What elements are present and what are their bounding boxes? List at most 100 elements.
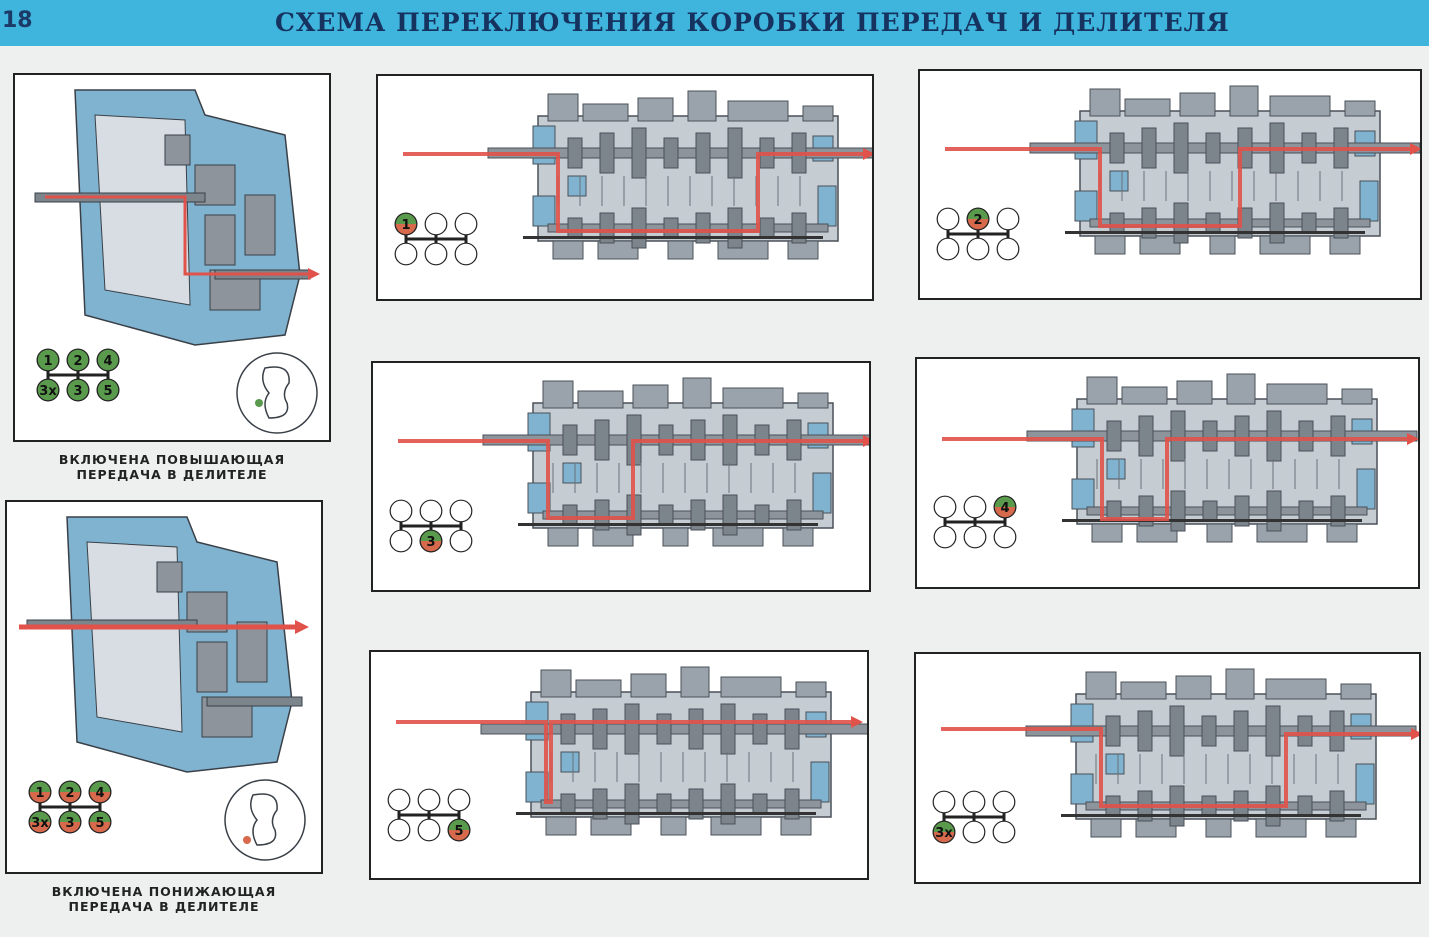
- gear-panel-1: 1: [376, 74, 874, 301]
- shift-indicator: 3х: [932, 790, 1016, 844]
- range-selector-dot: [255, 399, 263, 407]
- shift-indicator: 3: [389, 499, 473, 553]
- shift-position-circle: [992, 820, 1016, 844]
- shift-position-label: 5: [454, 824, 463, 839]
- shift-position-circle: [449, 529, 473, 553]
- shift-position-circle: [454, 212, 478, 236]
- shift-position-circle: [424, 242, 448, 266]
- shift-position-circle: [389, 529, 413, 553]
- shift-position-circle: [387, 788, 411, 812]
- shift-position-label: 2: [973, 213, 982, 228]
- shift-indicator: 4: [933, 495, 1017, 549]
- transmission-section: [1029, 85, 1420, 255]
- shift-position-circle: [932, 790, 956, 814]
- shift-position-circle: [933, 525, 957, 549]
- transmission-section: [487, 90, 872, 260]
- housing-body: [1076, 398, 1378, 525]
- shift-position-label: 5: [103, 384, 112, 399]
- shift-position-circle: [963, 495, 987, 519]
- shift-position-circle: [394, 242, 418, 266]
- shift-position-circle: [993, 525, 1017, 549]
- shift-position-label: 1: [35, 786, 44, 801]
- shift-position-circle: [424, 212, 448, 236]
- shift-position-label: 3х: [39, 384, 57, 399]
- shift-position-label: 3: [73, 384, 82, 399]
- range-selector-gate: [262, 366, 290, 419]
- power-flow-arrow: [1410, 143, 1420, 155]
- shift-position-circle: [996, 207, 1020, 231]
- power-flow-arrow: [863, 148, 872, 160]
- shift-position-circle: [447, 788, 471, 812]
- power-flow-arrow: [851, 716, 863, 728]
- shift-position-circle: [936, 207, 960, 231]
- shift-position-label: 4: [1000, 501, 1009, 516]
- shift-position-label: 2: [73, 354, 82, 369]
- shift-position-label: 4: [95, 786, 104, 801]
- power-flow-arrow: [295, 620, 309, 634]
- gear-panel-5: 5: [369, 650, 869, 880]
- housing-body: [1079, 110, 1381, 237]
- shift-indicator: 1 2 4 3х 3 5: [36, 348, 120, 402]
- gear-panel-3x: 3х: [914, 652, 1421, 884]
- header-banner: 18 СХЕМА ПЕРЕКЛЮЧЕНИЯ КОРОБКИ ПЕРЕДАЧ И …: [0, 0, 1429, 46]
- shift-position-label: 1: [401, 218, 410, 233]
- shift-position-circle: [387, 818, 411, 842]
- power-flow-path: [398, 439, 863, 520]
- transmission-section: [482, 377, 869, 547]
- shift-indicator: 1: [394, 212, 478, 266]
- caption-upshift-line1: ВКЛЮЧЕНА ПОВЫШАЮЩАЯ: [58, 452, 286, 467]
- shift-position-circle: [962, 820, 986, 844]
- shift-position-circle: [962, 790, 986, 814]
- housing-body: [530, 691, 832, 818]
- shift-position-label: 5: [95, 816, 104, 831]
- shift-position-label: 2: [65, 786, 74, 801]
- range-selector-gate: [250, 793, 278, 846]
- divider-section: [34, 89, 311, 346]
- power-flow-path: [941, 727, 1411, 808]
- power-flow-path: [403, 152, 863, 233]
- shift-indicator: 5: [387, 788, 471, 842]
- power-flow-path: [45, 195, 310, 276]
- divider-panel-upshift: 1 2 4 3х 3 5: [13, 73, 331, 442]
- shift-position-circle: [417, 818, 441, 842]
- power-flow-path: [396, 720, 851, 804]
- range-selector-dot: [243, 836, 251, 844]
- power-flow-path: [942, 437, 1407, 521]
- caption-upshift: ВКЛЮЧЕНА ПОВЫШАЮЩАЯ ПЕРЕДАЧА В ДЕЛИТЕЛЕ: [13, 452, 331, 482]
- gear-panel-2: 2: [918, 69, 1422, 300]
- shift-position-circle: [449, 499, 473, 523]
- power-flow-arrow: [1411, 728, 1419, 740]
- power-flow-path: [945, 147, 1410, 228]
- shift-position-circle: [933, 495, 957, 519]
- shift-position-label: 4: [103, 354, 112, 369]
- shift-position-circle: [454, 242, 478, 266]
- shift-position-circle: [963, 525, 987, 549]
- shift-position-circle: [966, 237, 990, 261]
- gear-panel-3: 3: [371, 361, 871, 592]
- caption-downshift-line1: ВКЛЮЧЕНА ПОНИЖАЮЩАЯ: [51, 884, 277, 899]
- shift-position-label: 3х: [31, 816, 49, 831]
- housing-body: [1075, 693, 1377, 820]
- shift-indicator: 2: [936, 207, 1020, 261]
- shift-position-label: 1: [43, 354, 52, 369]
- transmission-section: [480, 666, 867, 836]
- transmission-section: [1026, 373, 1418, 543]
- power-flow-arrow: [863, 435, 869, 447]
- caption-downshift: ВКЛЮЧЕНА ПОНИЖАЮЩАЯ ПЕРЕДАЧА В ДЕЛИТЕЛЕ: [5, 884, 323, 914]
- power-flow-arrow: [308, 268, 320, 280]
- shift-position-label: 3х: [935, 826, 953, 841]
- caption-downshift-line2: ПЕРЕДАЧА В ДЕЛИТЕЛЕ: [68, 899, 260, 914]
- shift-position-circle: [936, 237, 960, 261]
- housing-body: [537, 115, 839, 242]
- shift-position-circle: [419, 499, 443, 523]
- shift-position-label: 3: [426, 535, 435, 550]
- page-title: СХЕМА ПЕРЕКЛЮЧЕНИЯ КОРОБКИ ПЕРЕДАЧ И ДЕЛ…: [275, 8, 1230, 37]
- shift-position-circle: [992, 790, 1016, 814]
- shift-position-circle: [996, 237, 1020, 261]
- divider-section: [26, 516, 303, 773]
- caption-upshift-line2: ПЕРЕДАЧА В ДЕЛИТЕЛЕ: [76, 467, 268, 482]
- transmission-section: [1025, 668, 1417, 838]
- gear-panel-4: 4: [915, 357, 1420, 589]
